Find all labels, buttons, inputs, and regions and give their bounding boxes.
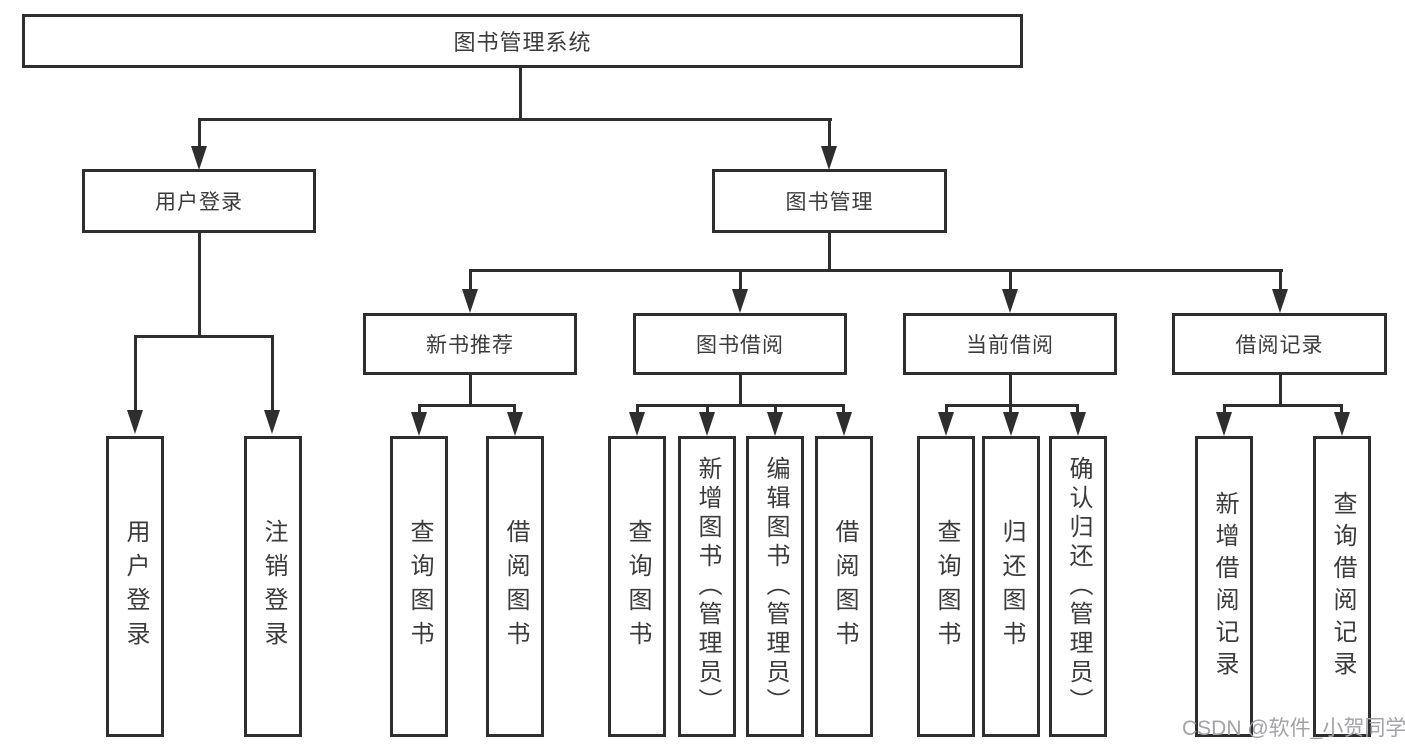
node-new-book-recommend-label: 新书推荐 [426, 334, 514, 357]
node-borrow-records: 借阅记录 [1172, 313, 1387, 375]
connector-drop-rec-query [418, 404, 421, 414]
arrow-to-bb-query [629, 412, 645, 436]
connector-drop-leaf-logout [271, 335, 274, 410]
leaf-bb-query-books: 查询图书 [608, 436, 666, 737]
connector-drop-cb-confirm [1076, 404, 1079, 414]
connector-drop-br-query [1340, 404, 1343, 414]
arrow-to-cb-confirm [1070, 412, 1086, 436]
leaf-br-query-record: 查询借阅记录 [1313, 436, 1371, 737]
leaf-bb-edit-books-admin-label: 编辑图书（管理员） [762, 456, 789, 717]
arrow-to-rec-borrow [507, 412, 523, 436]
connector-drop-bb-borrow [842, 404, 845, 414]
arrow-to-cb-return [1003, 412, 1019, 436]
arrow-to-user-login [191, 146, 207, 170]
connector-drop-br-add [1223, 404, 1226, 414]
leaf-bb-add-books-admin: 新增图书（管理员） [678, 436, 736, 737]
leaf-logout: 注销登录 [244, 436, 302, 737]
leaf-bb-edit-books-admin: 编辑图书（管理员） [746, 436, 804, 737]
connector-drop-bb-query [636, 404, 639, 414]
arrow-to-bb-add [699, 412, 715, 436]
connector-new-book-rec-rail [418, 404, 516, 407]
arrow-to-book-borrow [732, 289, 748, 313]
node-current-borrow: 当前借阅 [903, 313, 1117, 375]
arrow-to-borrow-records [1272, 289, 1288, 313]
connector-current-borrow-stem [1009, 375, 1012, 407]
connector-current-borrow-rail [945, 404, 1079, 407]
connector-drop-user-login [198, 118, 201, 147]
leaf-bb-query-books-label: 查询图书 [624, 518, 651, 655]
node-borrow-records-label: 借阅记录 [1235, 334, 1324, 357]
connector-drop-bb-add [706, 404, 709, 414]
leaf-logout-label: 注销登录 [260, 518, 287, 655]
node-current-borrow-label: 当前借阅 [966, 334, 1054, 357]
arrow-to-br-add [1216, 412, 1232, 436]
connector-borrow-records-rail [1223, 404, 1343, 407]
connector-user-login-stem [198, 233, 201, 338]
leaf-cb-return-books: 归还图书 [982, 436, 1040, 737]
leaf-bb-borrow-books: 借阅图书 [815, 436, 873, 737]
connector-new-book-rec-stem [469, 375, 472, 407]
connector-drop-leaf-user-login [134, 335, 137, 410]
arrow-to-bb-borrow [836, 412, 852, 436]
leaf-bb-borrow-books-label: 借阅图书 [831, 518, 858, 655]
leaf-rec-borrow-books: 借阅图书 [486, 436, 544, 737]
connector-drop-new-book-rec [469, 269, 472, 291]
node-book-management: 图书管理 [712, 169, 947, 233]
connector-drop-book-mgmt [828, 118, 831, 147]
node-book-borrow: 图书借阅 [633, 313, 847, 375]
connector-book-mgmt-stem [828, 233, 831, 272]
connector-root-rail [198, 118, 832, 121]
arrow-to-bb-edit [767, 412, 783, 436]
node-book-borrow-label: 图书借阅 [696, 334, 784, 357]
node-root-label: 图书管理系统 [453, 30, 592, 55]
connector-borrow-records-stem [1279, 375, 1282, 407]
csdn-watermark: CSDN @软件_小贺同学 [1182, 717, 1405, 740]
arrow-to-cb-query [938, 412, 954, 436]
connector-drop-bb-edit [774, 404, 777, 414]
leaf-user-login: 用户登录 [106, 436, 164, 737]
connector-root-stem [519, 68, 522, 120]
node-user-login: 用户登录 [82, 169, 316, 233]
arrow-to-rec-query [411, 412, 427, 436]
arrow-to-leaf-logout [264, 410, 280, 434]
arrow-to-leaf-user-login [127, 410, 143, 434]
node-root-library-system: 图书管理系统 [22, 14, 1023, 68]
connector-book-mgmt-rail [469, 269, 1283, 272]
connector-book-borrow-rail [636, 404, 845, 407]
leaf-rec-query-books-label: 查询图书 [406, 518, 433, 655]
leaf-cb-query-books: 查询图书 [917, 436, 975, 737]
leaf-rec-query-books: 查询图书 [390, 436, 448, 737]
leaf-cb-confirm-return-admin: 确认归还（管理员） [1049, 436, 1107, 737]
leaf-br-add-record-label: 新增借阅记录 [1211, 490, 1238, 683]
node-user-login-label: 用户登录 [155, 191, 243, 214]
connector-drop-borrow-records [1279, 269, 1282, 291]
leaf-cb-query-books-label: 查询图书 [933, 518, 960, 655]
arrow-to-br-query [1334, 412, 1350, 436]
connector-drop-book-borrow [739, 269, 742, 291]
connector-drop-rec-borrow [513, 404, 516, 414]
connector-drop-current-borrow [1009, 269, 1012, 291]
leaf-rec-borrow-books-label: 借阅图书 [502, 518, 529, 655]
connector-drop-cb-query [945, 404, 948, 414]
connector-user-login-rail [134, 335, 274, 338]
leaf-cb-confirm-return-admin-label: 确认归还（管理员） [1065, 456, 1092, 717]
leaf-user-login-label: 用户登录 [122, 518, 149, 655]
connector-drop-cb-return [1009, 404, 1012, 414]
leaf-bb-add-books-admin-label: 新增图书（管理员） [694, 456, 721, 717]
leaf-br-add-record: 新增借阅记录 [1195, 436, 1253, 737]
arrow-to-current-borrow [1002, 289, 1018, 313]
leaf-cb-return-books-label: 归还图书 [998, 518, 1025, 655]
arrow-to-new-book-rec [462, 289, 478, 313]
node-book-management-label: 图书管理 [785, 191, 874, 214]
leaf-br-query-record-label: 查询借阅记录 [1329, 490, 1356, 683]
arrow-to-book-mgmt [821, 146, 837, 170]
connector-book-borrow-stem [739, 375, 742, 407]
node-new-book-recommend: 新书推荐 [363, 313, 577, 375]
